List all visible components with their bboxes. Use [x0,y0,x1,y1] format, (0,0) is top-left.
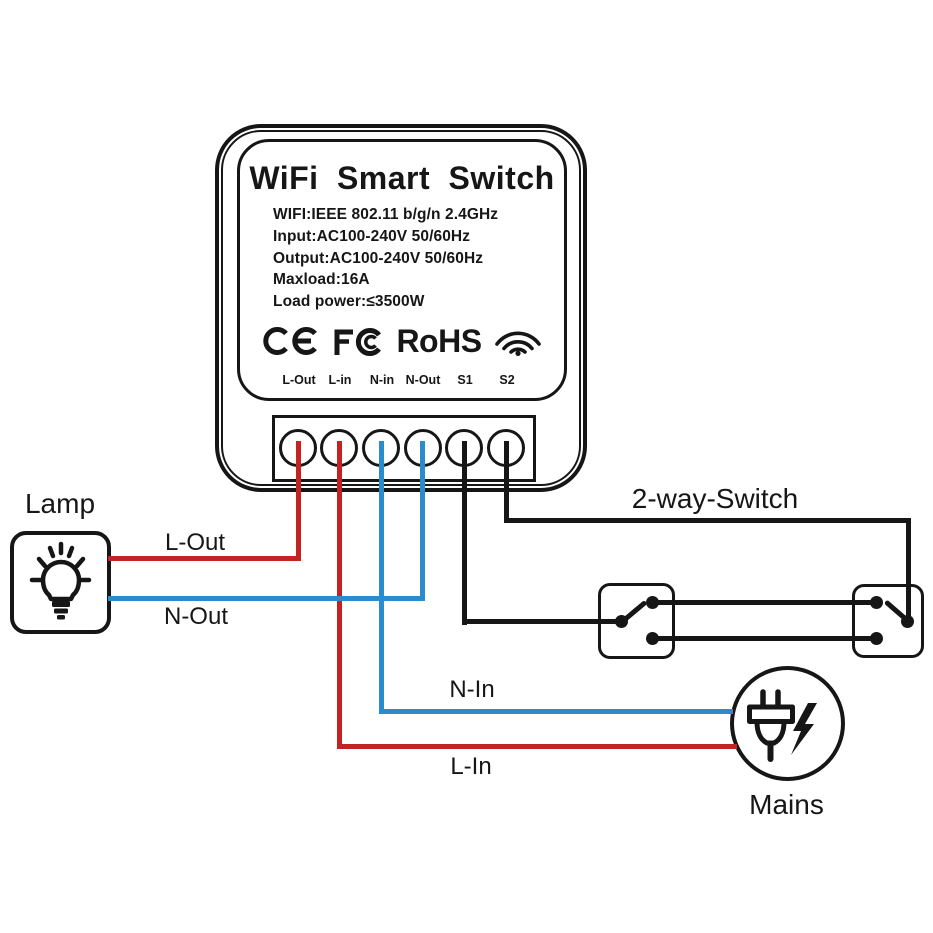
wire-n-out-horizontal [108,596,425,601]
lamp-label: Lamp [24,488,96,519]
spec-line: WIFI:IEEE 802.11 b/g/n 2.4GHz [273,206,499,223]
spec-line: Maxload:16A [273,271,370,289]
wire-label-l-in: L-In [450,753,492,780]
switch-left-bottom-terminal [646,632,659,645]
wire-traveler-top [653,600,877,605]
terminal-label: S2 [499,373,515,387]
device-title: WiFi Smart Switch [249,160,555,196]
wire-s2-vertical-top [504,441,509,523]
certification-row: RoHS [240,324,564,358]
wire-s1-vertical [462,441,467,625]
wire-l-in-vertical [337,441,342,749]
switch-right-top-terminal [870,596,883,609]
wire-traveler-bottom [653,636,877,641]
mains-circle [730,666,845,781]
terminal-label: N-in [369,373,395,387]
device-label-panel: WiFi Smart Switch WIFI:IEEE 802.11 b/g/n… [237,139,567,401]
wire-n-out-vertical [420,441,425,601]
wire-s2-vertical-down [906,518,911,625]
lightning-bolt-icon [791,703,817,755]
wire-l-out-vertical [296,441,301,561]
wire-n-in-horizontal [379,709,733,714]
wire-s2-horizontal [504,518,911,523]
spec-line: Load power:≤3500W [273,293,425,311]
wire-label-n-out: N-Out [163,603,228,630]
switch-box-right [852,584,924,658]
mains-label: Mains [749,789,824,820]
smart-switch-device: WiFi Smart Switch WIFI:IEEE 802.11 b/g/n… [215,124,587,492]
power-plug-icon [747,689,817,762]
wire-l-out-horizontal [108,556,301,561]
light-bulb-icon [29,541,91,619]
wire-label-n-in: N-In [449,676,495,703]
terminal-label: L-in [328,373,352,387]
terminal-labels: L-Out L-in N-in N-Out S1 S2 [240,373,564,389]
two-way-switch-label: 2-way-Switch [631,483,799,514]
wifi-signal-icon [494,331,541,356]
ce-mark-icon [263,327,318,355]
wire-s1-horizontal [462,619,624,624]
wire-label-l-out: L-Out [164,529,226,556]
lamp-box [10,531,111,634]
switch-left-top-terminal [646,596,659,609]
fcc-mark-icon [334,327,382,356]
terminal-label: N-Out [405,373,441,387]
terminal-label: L-Out [282,373,316,387]
spec-line: Output:AC100-240V 50/60Hz [273,249,484,267]
rohs-label: RoHS [396,323,482,359]
spec-line: Input:AC100-240V 50/60Hz [273,227,471,245]
wire-n-in-vertical [379,441,384,714]
wire-l-in-horizontal [337,744,737,749]
terminal-label: S1 [457,373,473,387]
terminal-block [272,415,536,482]
switch-right-bottom-terminal [870,632,883,645]
